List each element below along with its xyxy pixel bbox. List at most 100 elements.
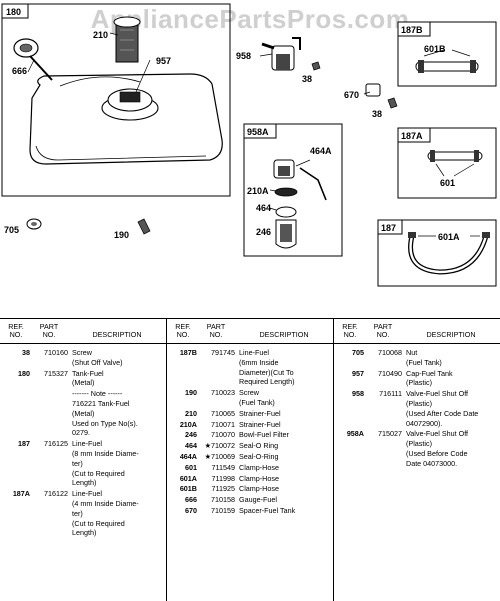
ref-no: 187A bbox=[12, 489, 30, 499]
description-line: (Metal) bbox=[72, 408, 95, 418]
callout-38-b: 38 bbox=[372, 109, 382, 119]
ref-no: 957 bbox=[352, 368, 364, 378]
description-line: (4 mm Inside Diame- bbox=[72, 498, 139, 508]
description-line: Used on Type No(s). bbox=[72, 418, 138, 428]
description: Line-Fuel(8 mm Inside Diame-ter)(Cut to … bbox=[72, 439, 164, 488]
description-line: 0279. bbox=[72, 428, 90, 438]
box-label-187: 187 bbox=[381, 223, 396, 233]
description-line: Required Length) bbox=[239, 377, 295, 387]
description-line: 04072900). bbox=[406, 418, 443, 428]
ref-no: 958A bbox=[346, 429, 364, 439]
ref-no: 464A bbox=[179, 451, 197, 461]
description-line: Length) bbox=[72, 528, 97, 538]
callout-601: 601 bbox=[440, 178, 455, 188]
header-description: DESCRIPTION bbox=[92, 330, 142, 339]
ref-no: 210A bbox=[179, 419, 197, 429]
ref-no: 210 bbox=[185, 408, 197, 418]
description-line: Line-Fuel bbox=[72, 489, 102, 499]
part-no: 711998 bbox=[211, 473, 235, 483]
description: Screw(Fuel Tank) bbox=[239, 388, 331, 408]
callout-957: 957 bbox=[156, 56, 171, 66]
callout-210a: 210A bbox=[247, 186, 269, 196]
box-label-187a: 187A bbox=[401, 131, 423, 141]
description-line: (Used Before Code bbox=[406, 448, 468, 458]
part-no: 710023 bbox=[211, 388, 235, 398]
part-no: 710160 bbox=[44, 348, 68, 357]
description-line: Line-Fuel bbox=[72, 439, 102, 449]
callout-210: 210 bbox=[93, 30, 108, 40]
parts-diagram: AppliancePartsPros.com 180 bbox=[0, 0, 500, 292]
table-row: 210A 710071 Strainer-Fuel bbox=[167, 420, 333, 430]
description-line: Nut bbox=[406, 348, 418, 357]
part-no: 791745 bbox=[211, 348, 235, 357]
part-no: 710071 bbox=[211, 419, 235, 429]
description: Line-Fuel(4 mm Inside Diame-ter)(Cut to … bbox=[72, 489, 164, 538]
table-row: 464A ★710069 Seal-O-Ring bbox=[167, 452, 333, 462]
description: Seal-O-Ring bbox=[239, 452, 331, 462]
description-line: Seal-O-Ring bbox=[239, 451, 279, 461]
description: Strainer-Fuel bbox=[239, 409, 331, 419]
description-line: Strainer-Fuel bbox=[239, 419, 281, 429]
part-no: 710490 bbox=[378, 368, 402, 378]
ref-no: 187B bbox=[179, 348, 197, 357]
callout-705: 705 bbox=[4, 225, 19, 235]
description: Clamp-Hose bbox=[239, 474, 331, 484]
description-line: (Plastic) bbox=[406, 378, 432, 388]
exploded-view: 180 210 666 957 bbox=[1, 3, 497, 287]
box-958a: 958A bbox=[243, 123, 343, 257]
header-ref-l1: REF. bbox=[175, 322, 191, 331]
description-line: Bowl-Fuel Filter bbox=[239, 430, 289, 440]
header-ref-l2: NO. bbox=[176, 330, 190, 339]
description: Strainer-Fuel bbox=[239, 420, 331, 430]
description-line: ------- Note ------ bbox=[72, 389, 123, 399]
ref-no: 670 bbox=[185, 505, 197, 515]
header-ref-l1: REF. bbox=[8, 322, 24, 331]
header-part-l1: PART bbox=[373, 322, 393, 331]
part-no: ★710069 bbox=[204, 451, 235, 461]
callout-601a: 601A bbox=[438, 232, 460, 242]
header-part-l2: NO. bbox=[42, 330, 56, 339]
description-line: Length) bbox=[72, 478, 97, 488]
callout-670: 670 bbox=[344, 90, 359, 100]
header-ref-no: REF.NO. bbox=[338, 323, 362, 339]
box-180: 180 bbox=[1, 3, 231, 197]
description: Gauge-Fuel bbox=[239, 495, 331, 505]
description-line: Valve-Fuel Shut Off bbox=[406, 389, 469, 399]
description: Screw(Shut Off Valve) bbox=[72, 348, 164, 368]
part-no: 715327 bbox=[44, 368, 68, 378]
description-line: Tank-Fuel bbox=[72, 368, 104, 378]
header-part-l2: NO. bbox=[376, 330, 390, 339]
box-label-187b: 187B bbox=[401, 25, 423, 35]
part-no: 710068 bbox=[378, 348, 402, 357]
description-line: Diameter)(Cut To bbox=[239, 367, 294, 377]
shutoff-valve-958 bbox=[259, 37, 301, 71]
part-no: 710158 bbox=[211, 495, 235, 505]
callout-190: 190 bbox=[114, 230, 129, 240]
description-line: Spacer-Fuel Tank bbox=[239, 505, 296, 515]
part-no: 710065 bbox=[211, 408, 235, 418]
part-no: 710070 bbox=[211, 430, 235, 440]
description-line: (8 mm Inside Diame- bbox=[72, 448, 139, 458]
box-187a: 187A bbox=[397, 127, 497, 199]
ref-no: 464 bbox=[185, 441, 197, 451]
